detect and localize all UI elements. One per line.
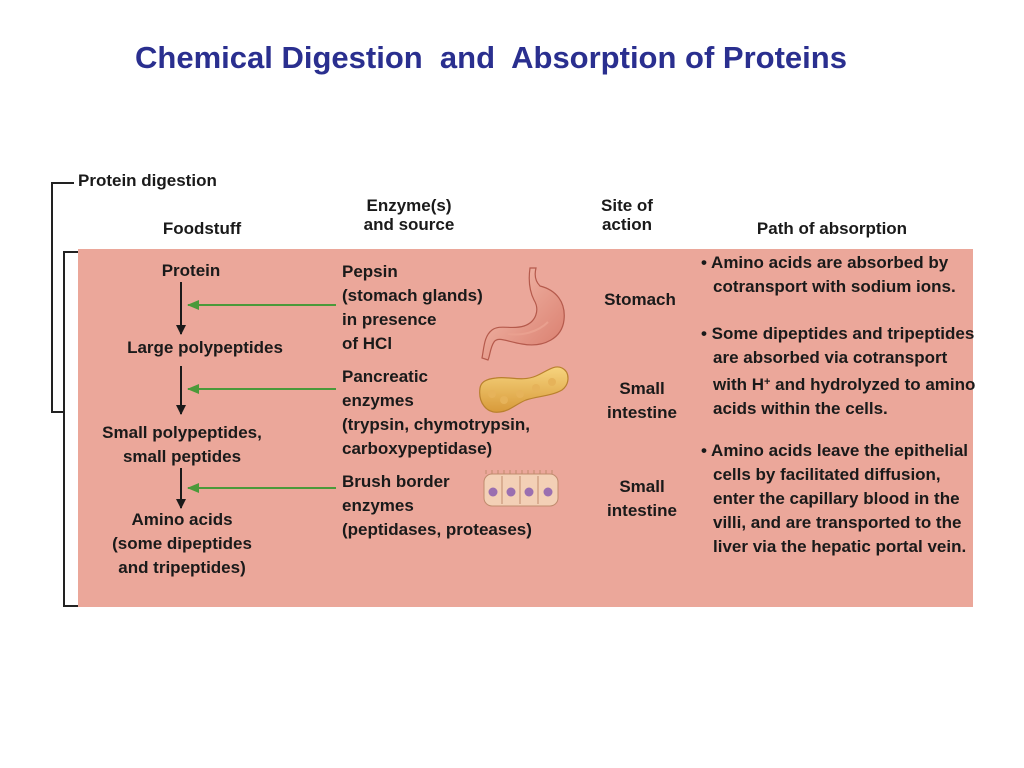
- enzyme-2-line2: enzymes: [342, 391, 414, 410]
- enzyme-3-line2: enzymes: [342, 496, 414, 515]
- enzyme-1-line4: of HCl: [342, 334, 393, 353]
- inner-bracket: [63, 251, 78, 607]
- enzyme-1-line3: in presence: [342, 310, 437, 329]
- foodstuff-protein: Protein: [161, 261, 221, 280]
- site-3-line2: intestine: [607, 501, 677, 520]
- site-small-intestine-1: Small intestine: [587, 377, 697, 425]
- amino-line2: (some dipeptides: [112, 534, 252, 553]
- amino-line3: and tripeptides): [118, 558, 246, 577]
- content-panel: [78, 249, 973, 607]
- foodstuff-small-polypeptides: Small polypeptides, small peptides: [72, 421, 292, 469]
- absorption-bullet-1: • Amino acids are absorbed by cotranspor…: [701, 253, 956, 296]
- pancreas-illustration: [479, 366, 569, 413]
- stomach-illustration: [481, 267, 565, 361]
- small-line2: small peptides: [122, 447, 242, 466]
- enzyme-3-line3: (peptidases, proteases): [342, 520, 532, 539]
- absorption-bullet-3: • Amino acids leave the epithelial cells…: [701, 441, 969, 556]
- site-2-line2: intestine: [607, 403, 677, 422]
- absorption-bullet-2: • Some dipeptides and tripeptides are ab…: [701, 322, 977, 421]
- header-enzyme-line1: Enzyme(s): [366, 196, 452, 215]
- site-2-line1: Small: [619, 379, 665, 398]
- site-stomach: Stomach: [604, 290, 676, 309]
- outer-bracket: [51, 182, 74, 413]
- absorption-bullet-2-pre: • Some dipeptides and tripeptides are ab…: [701, 324, 975, 394]
- page-title: Chemical Digestion and Absorption of Pro…: [135, 40, 847, 75]
- header-site: Site of action: [572, 196, 682, 234]
- brush-border-cells-illustration: [483, 470, 559, 507]
- section-label: Protein digestion: [78, 171, 217, 190]
- header-foodstuff: Foodstuff: [162, 219, 242, 238]
- enzyme-2-line1: Pancreatic: [342, 367, 428, 386]
- hydrogen-ion-charge: +: [764, 376, 771, 388]
- site-small-intestine-2: Small intestine: [587, 475, 697, 523]
- small-line1: Small polypeptides,: [102, 423, 262, 442]
- amino-line1: Amino acids: [131, 510, 233, 529]
- foodstuff-large-polypeptides: Large polypeptides: [127, 338, 283, 357]
- enzyme-1-line2: (stomach glands): [342, 286, 483, 305]
- foodstuff-amino-acids: Amino acids (some dipeptides and tripept…: [82, 508, 282, 580]
- enzyme-pancreatic: Pancreatic enzymes (trypsin, chymotrypsi…: [342, 365, 582, 461]
- header-site-line1: Site of: [601, 196, 653, 215]
- header-site-line2: action: [601, 215, 653, 234]
- enzyme-brush-border: Brush border enzymes (peptidases, protea…: [342, 470, 582, 542]
- header-path: Path of absorption: [756, 219, 908, 238]
- absorption-bullet-2-post: and hydrolyzed to amino acids within the…: [713, 375, 976, 418]
- header-enzyme: Enzyme(s) and source: [334, 196, 484, 234]
- header-enzyme-line2: and source: [363, 215, 455, 234]
- enzyme-1-line1: Pepsin: [342, 262, 398, 281]
- enzyme-pepsin: Pepsin (stomach glands) in presence of H…: [342, 260, 522, 356]
- enzyme-3-line1: Brush border: [342, 472, 450, 491]
- enzyme-2-line3: (trypsin, chymotrypsin,: [342, 415, 530, 434]
- site-3-line1: Small: [619, 477, 665, 496]
- enzyme-2-line4: carboxypeptidase): [342, 439, 493, 458]
